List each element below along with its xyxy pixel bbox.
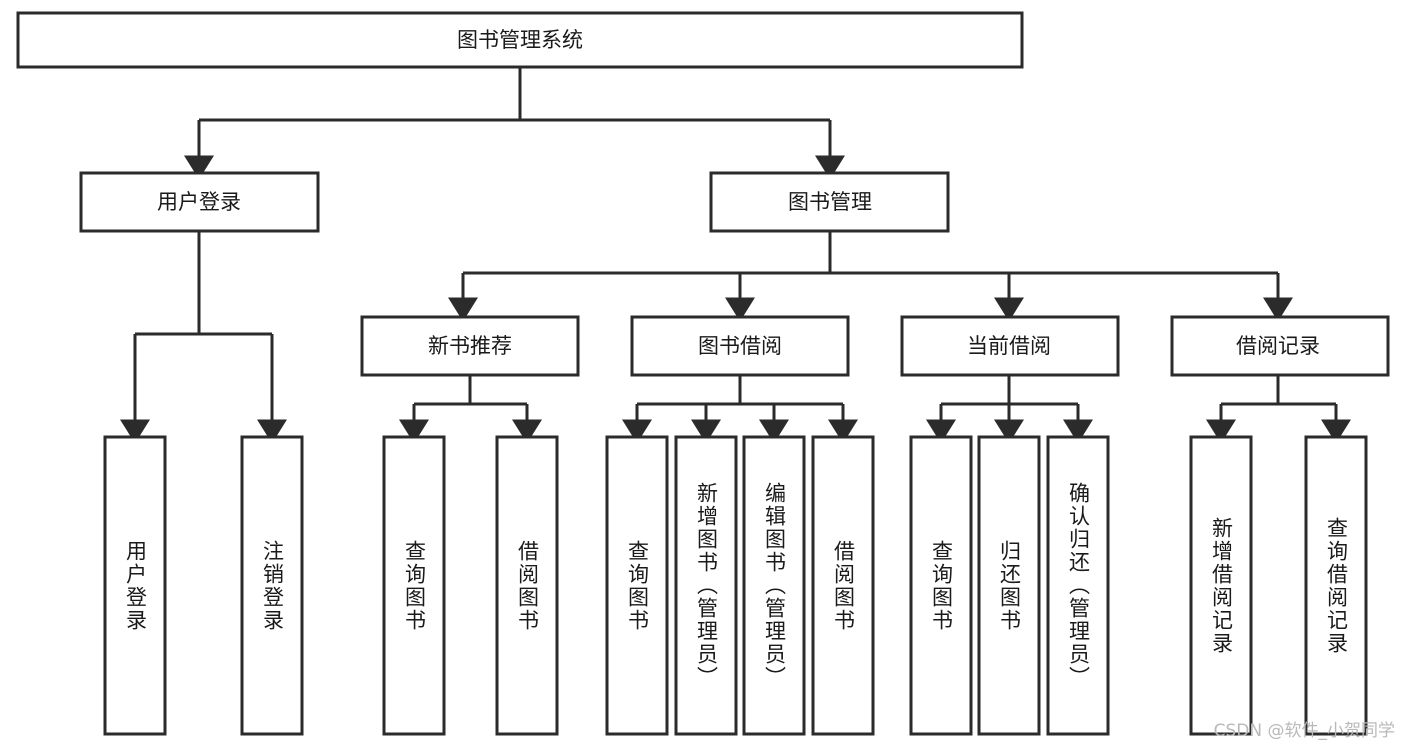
connector-group-root — [184, 67, 845, 180]
connector-group-borrow-record — [1206, 375, 1351, 444]
node-user-login-box[interactable] — [79, 171, 320, 233]
node-leaf-query-book-2-box[interactable] — [605, 435, 669, 736]
node-root-box[interactable] — [16, 11, 1024, 69]
node-leaf-user-login-box[interactable] — [103, 435, 167, 736]
node-borrow-record-label: 借阅记录 — [1236, 334, 1320, 358]
node-new-book-recommend[interactable]: 新书推荐 — [360, 315, 580, 377]
connector-group-current-borrow — [926, 375, 1093, 444]
node-book-manage-label: 图书管理 — [788, 190, 872, 214]
node-leaf-return-book-box[interactable] — [977, 435, 1041, 736]
node-root[interactable]: 图书管理系统 — [16, 11, 1024, 69]
node-leaf-query-book-1-box[interactable] — [382, 435, 446, 736]
node-borrow-record-box[interactable] — [1170, 315, 1390, 377]
node-book-manage[interactable]: 图书管理 — [709, 171, 950, 233]
node-user-login-label: 用户登录 — [157, 190, 241, 214]
node-leaf-query-record-box[interactable] — [1304, 435, 1368, 736]
csdn-watermark: CSDN @软件_小贺同学 — [1213, 721, 1395, 741]
connector-group-new-book-recommend — [399, 375, 542, 444]
node-book-borrow-label: 图书借阅 — [698, 334, 782, 358]
node-current-borrow[interactable]: 当前借阅 — [900, 315, 1120, 377]
node-new-book-recommend-box[interactable] — [360, 315, 580, 377]
node-leaf-user-logout-box[interactable] — [240, 435, 304, 736]
node-leaf-edit-book-box[interactable] — [742, 435, 806, 736]
node-current-borrow-label: 当前借阅 — [967, 334, 1051, 358]
node-current-borrow-box[interactable] — [900, 315, 1120, 377]
leaf-boxes — [103, 435, 1368, 736]
node-leaf-query-book-3-box[interactable] — [909, 435, 973, 736]
node-leaf-add-record-box[interactable] — [1189, 435, 1253, 736]
node-book-borrow-box[interactable] — [630, 315, 850, 377]
connector-group-book-borrow — [622, 375, 858, 444]
node-root-label: 图书管理系统 — [457, 28, 583, 52]
node-new-book-recommend-label: 新书推荐 — [428, 334, 512, 358]
node-leaf-borrow-book-1-box[interactable] — [495, 435, 559, 736]
connector-group-book-manage — [448, 231, 1293, 322]
node-book-manage-box[interactable] — [709, 171, 950, 233]
node-user-login[interactable]: 用户登录 — [79, 171, 320, 233]
node-leaf-borrow-book-2-box[interactable] — [811, 435, 875, 736]
node-leaf-add-book-box[interactable] — [674, 435, 738, 736]
connector-group-user-login — [120, 231, 287, 444]
node-book-borrow[interactable]: 图书借阅 — [630, 315, 850, 377]
node-leaf-confirm-return-box[interactable] — [1046, 435, 1110, 736]
node-borrow-record[interactable]: 借阅记录 — [1170, 315, 1390, 377]
